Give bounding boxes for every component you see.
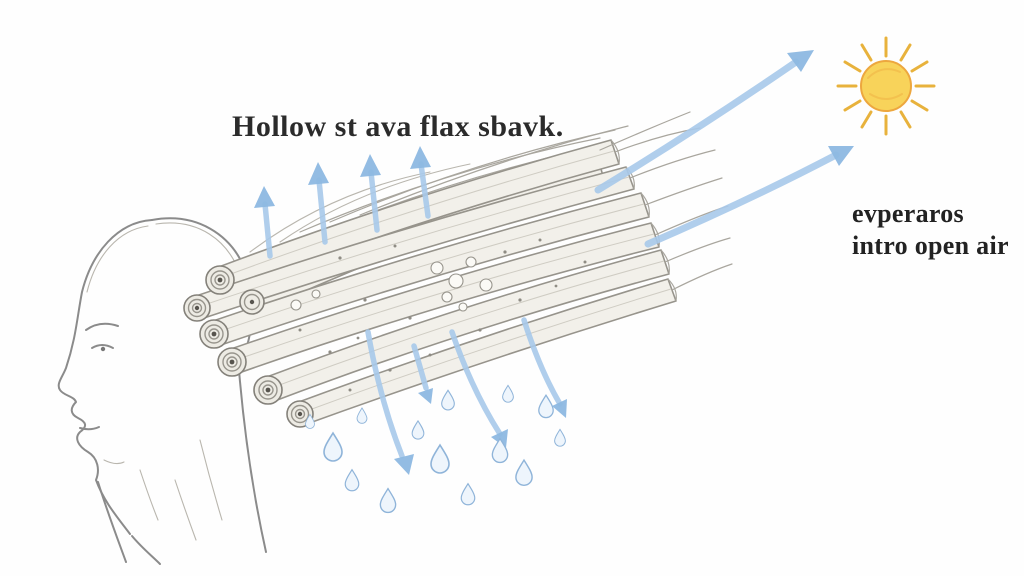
sun-icon [836,36,936,136]
water-droplet-icon [441,389,455,411]
evaporation-label-line1: evperaros [852,199,964,228]
stalk-cross-section [183,294,211,322]
water-droplet-icon [538,393,554,419]
water-droplet-icon [554,428,566,447]
up-arrow-icon [254,186,275,259]
upward-evaporation-arrows [254,146,431,259]
lips-stroke [79,426,100,431]
water-droplet-icon [502,384,514,403]
long-arrow-icon [644,146,854,248]
title-label: Hollow st ava flax sbavk. [232,110,564,143]
water-droplet-icon [430,443,450,474]
water-droplet-icon [515,458,533,486]
water-droplets [305,384,566,514]
iris-dot [100,346,106,352]
moisture-bubbles [290,256,493,312]
flax-stalk-bundle [192,111,733,426]
up-arrow-icon [360,154,381,233]
water-droplet-icon [491,437,509,464]
water-droplet-icon [356,407,368,424]
eyebrow-stroke [85,322,119,331]
water-droplet-icon [344,468,360,492]
stalk-cross-section [239,289,265,315]
water-droplet-icon [323,431,343,462]
up-arrow-icon [410,146,431,219]
water-droplet-icon [460,482,476,506]
down-arrow-icon [411,343,433,404]
water-droplet-icon [379,487,397,514]
water-droplet-icon [411,419,425,440]
stalk-cross-section [253,375,283,405]
head-profile-sketch [57,217,267,565]
evaporation-label-line2: intro open air [852,231,1009,260]
stalk-cross-section [199,319,229,349]
stalk-cross-sections [183,265,314,428]
up-arrow-icon [308,162,329,245]
down-arrow-icon [365,329,414,475]
fiber-speckles [298,238,587,392]
evaporation-to-sun-arrows [594,50,854,248]
water-droplet-icon [305,413,315,429]
down-arrow-icon [521,317,567,418]
long-arrow-icon [594,50,814,194]
eye-stroke [91,344,114,349]
stalk-cross-section [217,347,247,377]
stalk-cross-section [205,265,235,295]
